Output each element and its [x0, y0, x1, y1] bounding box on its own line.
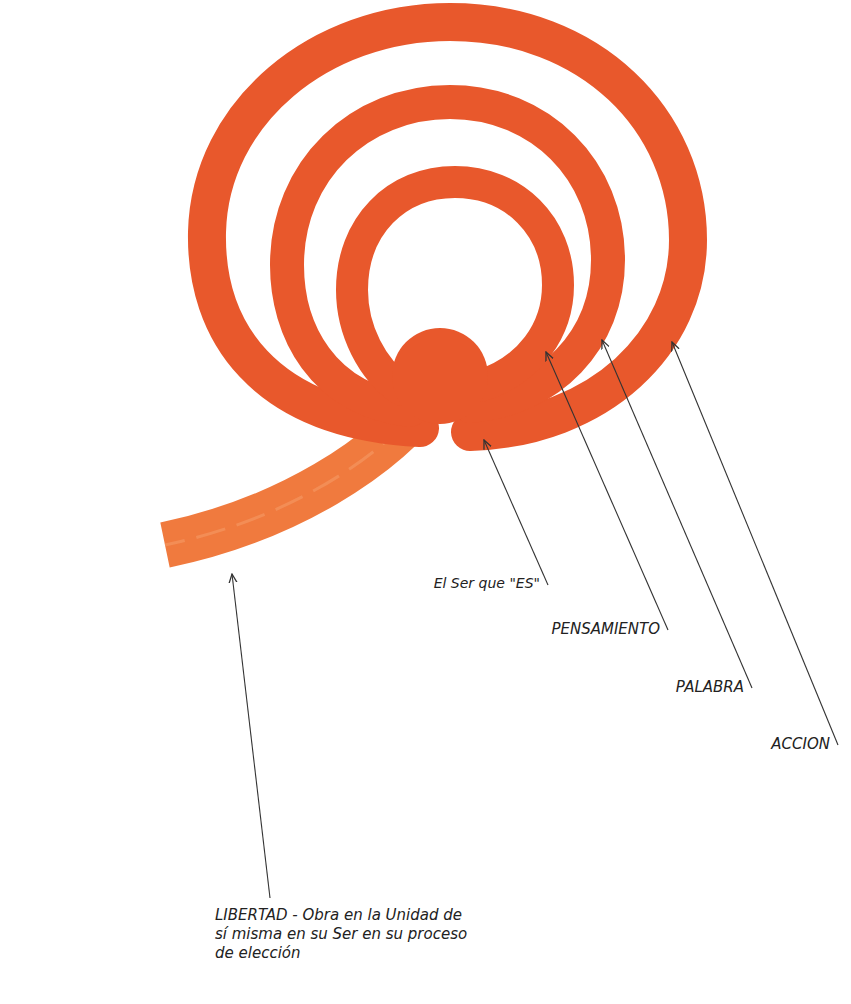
- part-label: ACCION: [771, 735, 830, 754]
- part-label: El Ser que "ES": [434, 575, 540, 593]
- leader-line: [232, 574, 270, 898]
- part-label: PALABRA: [676, 678, 744, 697]
- part-label: PENSAMIENTO: [551, 620, 660, 639]
- leader-line: [672, 342, 838, 745]
- outer-ring: [207, 22, 688, 432]
- core-dot: [392, 328, 488, 424]
- leader-line: [484, 440, 548, 585]
- caption-note: LIBERTAD - Obra en la Unidad de sí misma…: [215, 906, 470, 962]
- leader-line: [546, 352, 668, 630]
